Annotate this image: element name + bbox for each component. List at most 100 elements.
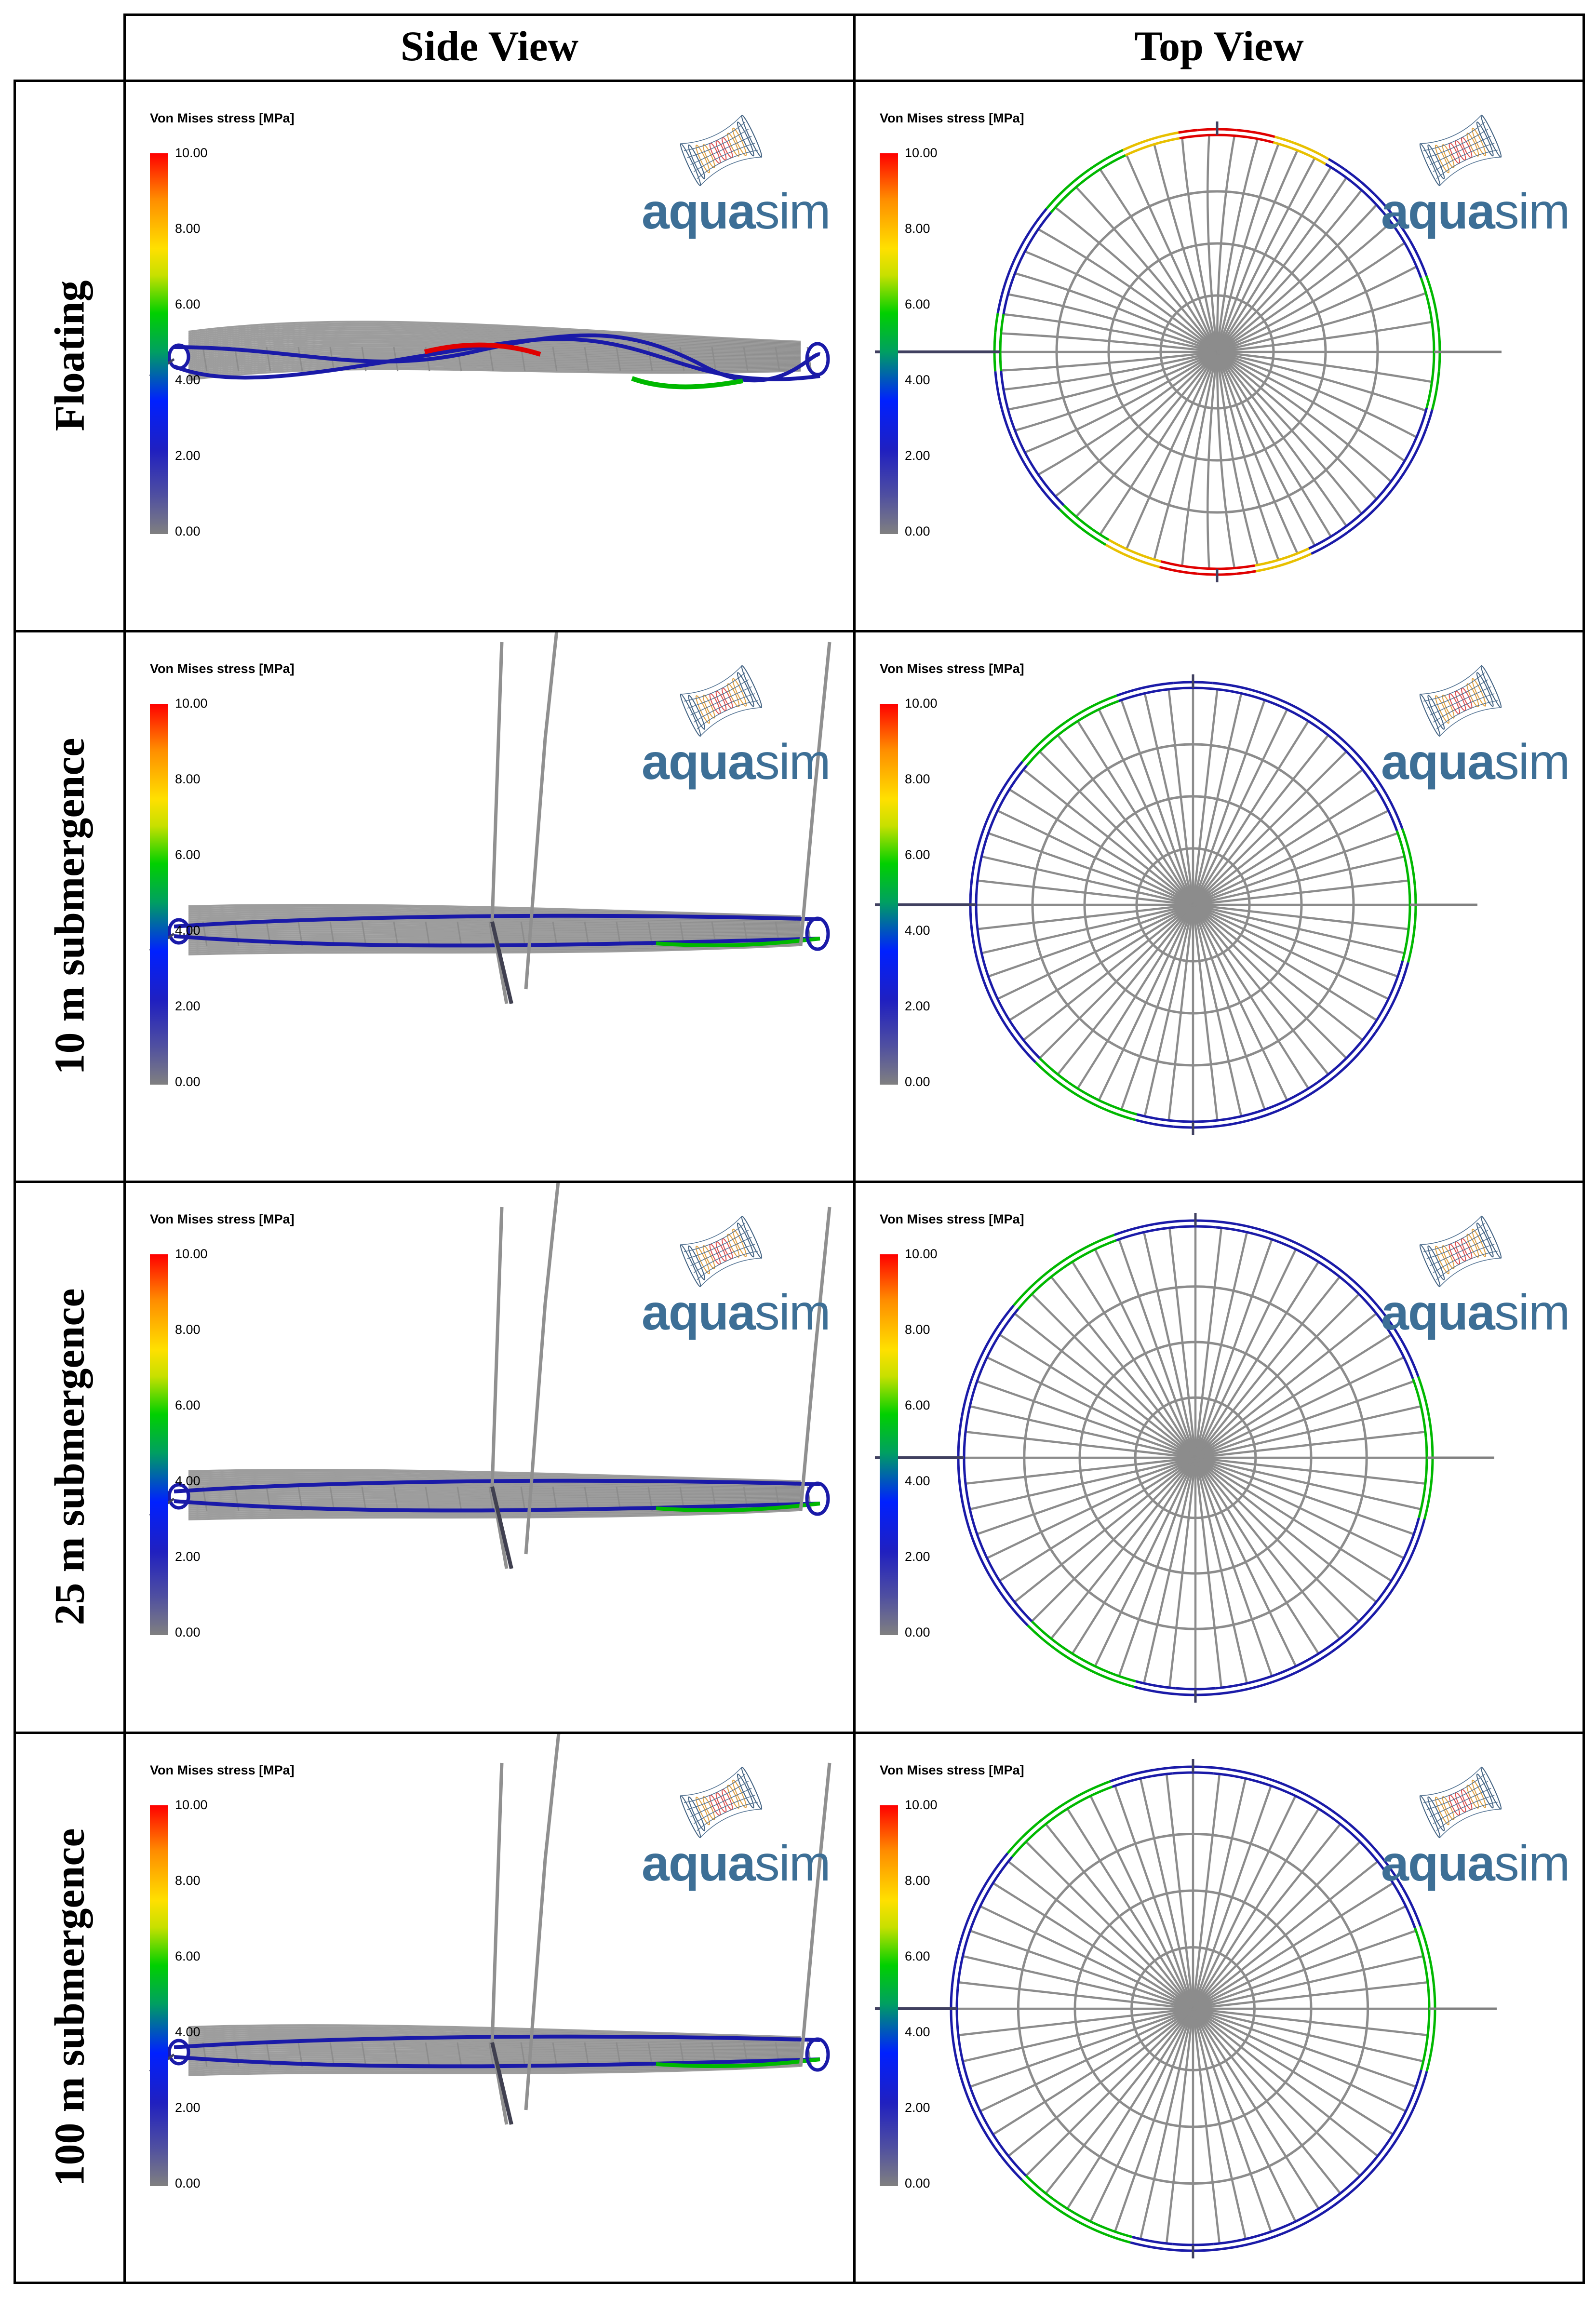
- table-line-row1: [13, 630, 1585, 632]
- colorbar-tick-label: 10.00: [175, 696, 208, 711]
- aquasim-logo-text: aquasim: [642, 1284, 831, 1342]
- colorbar-title: Von Mises stress [MPa]: [150, 1763, 295, 1777]
- colorbar-gradient: [150, 1254, 168, 1635]
- colorbar-tick-label: 6.00: [905, 297, 930, 311]
- colorbar-tick-label: 4.00: [905, 2025, 930, 2039]
- colorbar-tick-label: 2.00: [175, 1549, 201, 1564]
- logo-text-regular: sim: [1494, 1285, 1570, 1341]
- table-line-header: [13, 80, 1585, 82]
- logo-text-regular: sim: [754, 1285, 831, 1341]
- colorbar-tick-label: 8.00: [175, 772, 201, 786]
- colorbar-gradient: [150, 704, 168, 1085]
- colorbar-tick-label: 4.00: [175, 923, 201, 938]
- colorbar-tick-label: 10.00: [175, 1247, 208, 1261]
- colorbar-tick-label: 6.00: [905, 847, 930, 862]
- colorbar-tick-label: 4.00: [905, 373, 930, 387]
- colorbar-title: Von Mises stress [MPa]: [880, 1763, 1024, 1777]
- colorbar-tick-label: 0.00: [175, 2176, 201, 2190]
- colorbar-tick-label: 10.00: [905, 1798, 938, 1812]
- aquasim-logo: aquasim: [642, 111, 831, 240]
- aquasim-logo: aquasim: [1381, 1763, 1570, 1892]
- top-view-render: [875, 674, 1477, 1135]
- colorbar-tick-label: 2.00: [905, 2100, 930, 2115]
- colorbar-tick-label: 8.00: [905, 1873, 930, 1888]
- logo-text-regular: sim: [754, 734, 831, 790]
- logo-text-bold: aqua: [1381, 1836, 1495, 1892]
- logo-text-regular: sim: [1494, 184, 1570, 240]
- logo-text-regular: sim: [754, 1836, 831, 1892]
- colorbar-title: Von Mises stress [MPa]: [880, 111, 1024, 125]
- colorbar-tick-label: 4.00: [905, 923, 930, 938]
- colorbar-tick-label: 6.00: [905, 1398, 930, 1412]
- colorbar-tick-label: 8.00: [905, 1322, 930, 1337]
- colorbar-tick-label: 0.00: [905, 1075, 930, 1089]
- top-view-render: [875, 121, 1502, 582]
- side-view-render: [149, 632, 832, 1004]
- aquasim-logo: aquasim: [642, 1763, 831, 1892]
- colorbar-tick-label: 0.00: [905, 524, 930, 538]
- logo-text-regular: sim: [1494, 734, 1570, 790]
- colorbar-tick-label: 4.00: [175, 1474, 201, 1488]
- net-cage-icon: [1419, 1215, 1502, 1288]
- side-view-render: [149, 1183, 832, 1569]
- net-cage-icon: [1419, 665, 1502, 737]
- colorbar-tick-label: 4.00: [175, 373, 201, 387]
- colorbar-tick-label: 2.00: [175, 2100, 201, 2115]
- colorbar-tick-label: 6.00: [905, 1949, 930, 1963]
- colorbar-tick-label: 10.00: [905, 696, 938, 711]
- colorbar-tick-label: 2.00: [175, 999, 201, 1013]
- row-label-10m: 10 m submergence: [46, 738, 94, 1075]
- colorbar-gradient: [150, 153, 168, 534]
- colorbar-title: Von Mises stress [MPa]: [880, 1212, 1024, 1226]
- logo-text-bold: aqua: [642, 734, 756, 790]
- aquasim-logo: aquasim: [642, 661, 831, 790]
- table-border-left: [13, 80, 16, 2284]
- net-cage-icon: [680, 1766, 763, 1839]
- table-border-right: [1583, 13, 1585, 2284]
- colorbar-tick-label: 8.00: [175, 221, 201, 236]
- colorbar-gradient: [880, 1805, 898, 2186]
- aquasim-logo-text: aquasim: [1381, 183, 1570, 241]
- net-cage-icon: [680, 1215, 763, 1288]
- table-border-bottom: [13, 2282, 1585, 2284]
- logo-text-bold: aqua: [1381, 1285, 1495, 1341]
- colorbar-tick-label: 2.00: [905, 1549, 930, 1564]
- colorbar-tick-label: 8.00: [175, 1322, 201, 1337]
- logo-text-bold: aqua: [642, 1836, 756, 1892]
- net-cage-icon: [1419, 1766, 1502, 1839]
- top-view-panel: Von Mises stress [MPa] 10.00 8.00 6.00 4.00 2…: [856, 1734, 1583, 2282]
- aquasim-logo: aquasim: [1381, 1212, 1570, 1341]
- aquasim-logo: aquasim: [1381, 661, 1570, 790]
- colorbar-tick-label: 6.00: [175, 1398, 201, 1412]
- colorbar-tick-label: 0.00: [175, 1075, 201, 1089]
- colorbar-gradient: [880, 153, 898, 534]
- header-side-view: Side View: [400, 23, 579, 70]
- colorbar-tick-label: 4.00: [175, 2025, 201, 2039]
- net-cage-icon: [680, 114, 763, 187]
- aquasim-logo-text: aquasim: [1381, 1835, 1570, 1893]
- colorbar-gradient: [150, 1805, 168, 2186]
- colorbar-tick-label: 8.00: [175, 1873, 201, 1888]
- aquasim-logo-text: aquasim: [642, 1835, 831, 1893]
- table-line-labelcol: [123, 13, 126, 2284]
- colorbar-tick-label: 10.00: [175, 146, 208, 160]
- logo-text-bold: aqua: [1381, 734, 1495, 790]
- aquasim-logo-text: aquasim: [1381, 1284, 1570, 1342]
- row-label-25m: 25 m submergence: [46, 1288, 94, 1625]
- table-line-middle: [853, 13, 856, 2284]
- table-line-row2: [13, 1181, 1585, 1183]
- colorbar-title: Von Mises stress [MPa]: [880, 661, 1024, 676]
- colorbar-tick-label: 2.00: [175, 448, 201, 463]
- colorbar-tick-label: 10.00: [905, 1247, 938, 1261]
- colorbar-tick-label: 8.00: [905, 772, 930, 786]
- colorbar-tick-label: 10.00: [175, 1798, 208, 1812]
- colorbar-tick-label: 2.00: [905, 999, 930, 1013]
- header-top-view: Top View: [1134, 23, 1304, 70]
- aquasim-logo: aquasim: [642, 1212, 831, 1341]
- top-view-panel: Von Mises stress [MPa] 10.00 8.00 6.00 4.00 2…: [856, 632, 1583, 1181]
